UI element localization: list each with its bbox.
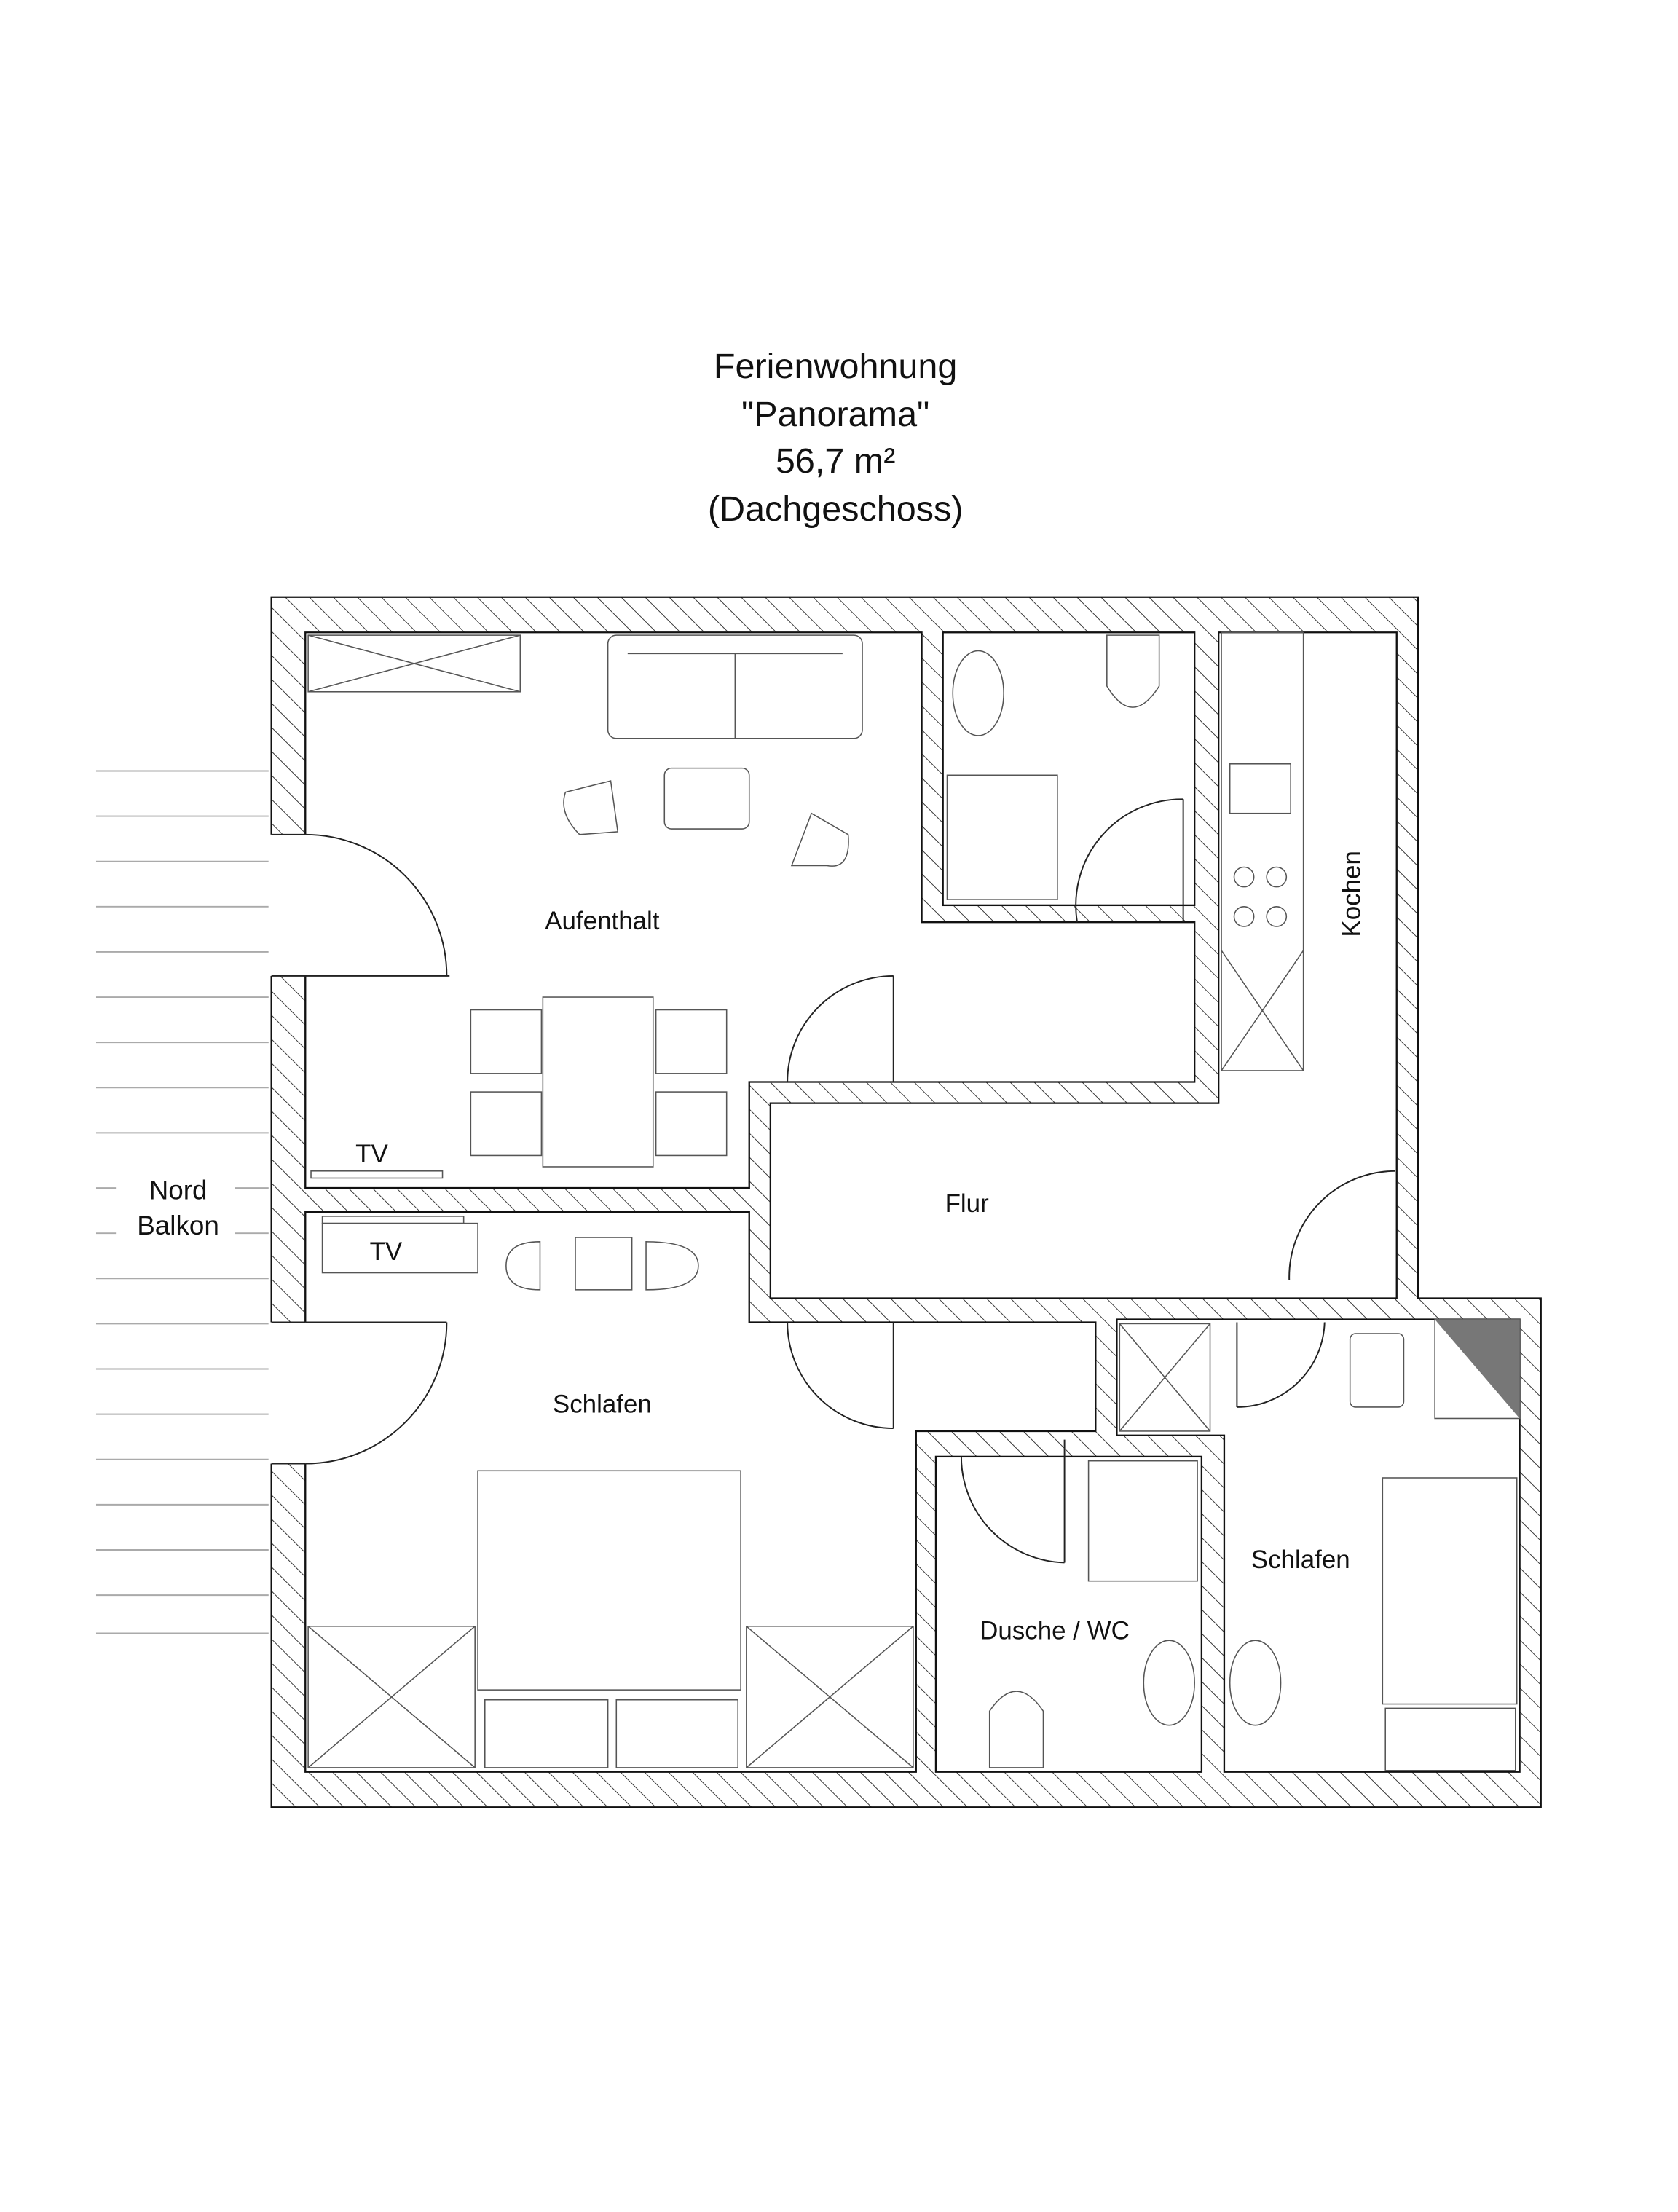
sink xyxy=(952,650,1004,736)
nightstand xyxy=(1349,1333,1405,1408)
balcony-label-1: Nord xyxy=(149,1176,208,1205)
toilet xyxy=(1106,634,1160,708)
label-living: Aufenthalt xyxy=(545,907,660,935)
label-hall: Flur xyxy=(945,1189,990,1218)
doors xyxy=(305,798,1395,1564)
hob-burner xyxy=(1266,906,1288,927)
balcony-label-2: Balkon xyxy=(137,1211,219,1240)
side-table xyxy=(505,1241,541,1291)
balcony-door-opening xyxy=(268,1322,309,1464)
dining-chair xyxy=(470,1091,543,1157)
hob-burner xyxy=(1233,906,1255,927)
shower-tray xyxy=(1087,1460,1198,1582)
shower-tray xyxy=(946,774,1058,900)
label-shower: Dusche / WC xyxy=(980,1616,1130,1645)
side-table xyxy=(645,1241,699,1291)
armchair xyxy=(790,812,849,867)
hob-burner xyxy=(1266,866,1288,888)
hob-burner xyxy=(1233,866,1255,888)
bed-single xyxy=(1382,1477,1518,1705)
coffee-table xyxy=(663,767,750,830)
armchair xyxy=(563,780,619,835)
bed-double xyxy=(477,1470,741,1691)
balcony-door-opening xyxy=(268,834,309,976)
title-line-1: Ferienwohnung xyxy=(714,347,957,386)
wardrobe-living xyxy=(307,634,521,693)
dining-chair xyxy=(470,1009,543,1074)
dining-chair xyxy=(655,1091,728,1157)
tv-stand xyxy=(310,1170,444,1179)
title-line-2: "Panorama" xyxy=(741,395,929,434)
sink xyxy=(1229,1640,1282,1726)
wardrobe xyxy=(746,1626,914,1768)
kitchen-counter xyxy=(1221,631,1304,1071)
title-area: 56,7 m² xyxy=(776,441,895,481)
title-floor: (Dachgeschoss) xyxy=(708,489,964,529)
kitchen-sink xyxy=(1229,763,1291,814)
toilet xyxy=(988,1691,1044,1768)
wardrobe xyxy=(307,1626,476,1768)
label-bedroom-left: Schlafen xyxy=(553,1390,652,1419)
room-living xyxy=(304,631,1196,1189)
room-shower xyxy=(934,1455,1203,1773)
room-bath-top xyxy=(942,631,1196,907)
nightstand xyxy=(484,1699,609,1768)
sink xyxy=(1143,1640,1195,1726)
dining-chair xyxy=(655,1009,728,1074)
label-tv-1: TV xyxy=(355,1140,388,1168)
plan-title: Ferienwohnung "Panorama" 56,7 m² (Dachge… xyxy=(708,347,964,529)
nightstand xyxy=(615,1699,738,1768)
closet-hall xyxy=(1119,1323,1211,1432)
room-bedroom-left xyxy=(304,1211,1097,1773)
label-bedroom-right: Schlafen xyxy=(1251,1546,1350,1574)
room-kitchen-hall xyxy=(769,631,1398,1299)
dining-table xyxy=(542,996,654,1168)
label-kitchen: Kochen xyxy=(1337,851,1366,937)
bed-foot xyxy=(1384,1707,1516,1771)
label-tv-2: TV xyxy=(370,1237,403,1266)
north-balcony: Nord Balkon xyxy=(95,770,269,1634)
desk xyxy=(575,1237,633,1291)
